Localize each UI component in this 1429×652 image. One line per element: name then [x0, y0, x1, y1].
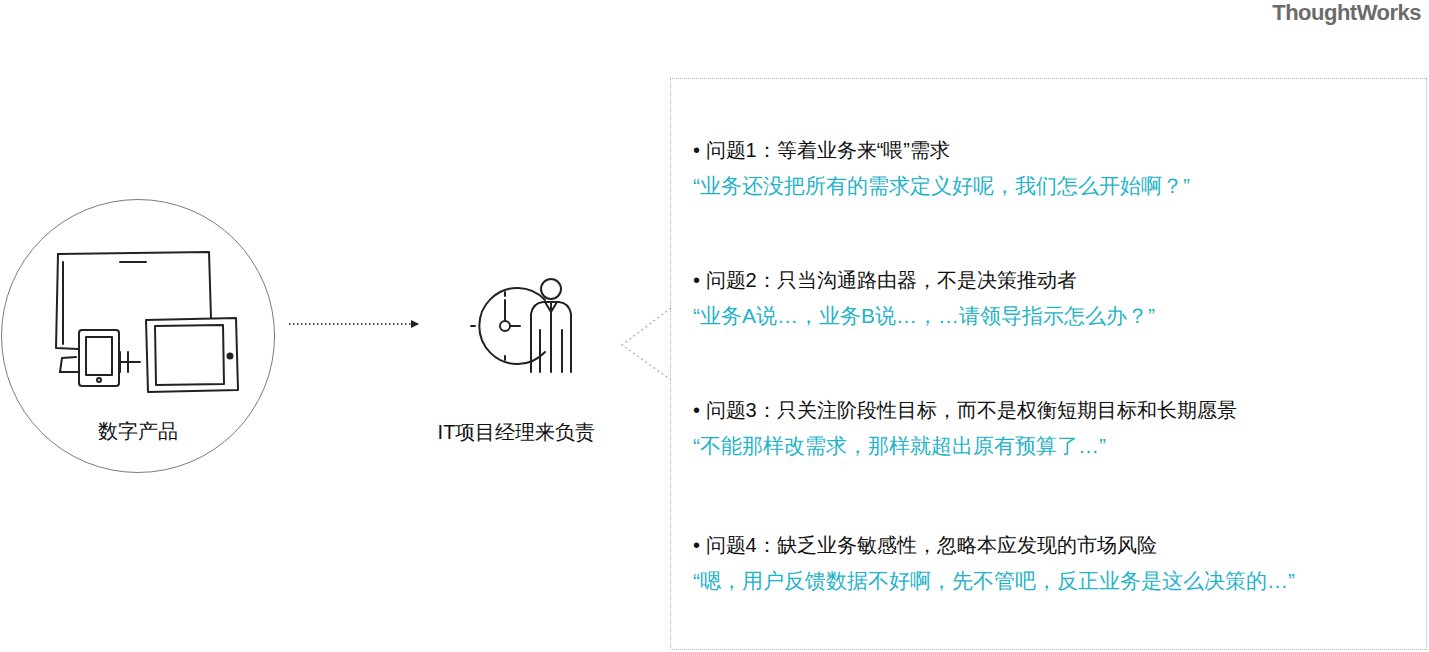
quote-text: “不能那样改需求，那样就超出原有预算了…”: [693, 432, 1106, 460]
node-label: 数字产品: [98, 418, 178, 445]
node-label: • 问题2：只当沟通路由器，不是决策推动者: [693, 267, 1077, 294]
node-label: IT项目经理来负责: [438, 419, 596, 446]
node-label: • 问题1：等着业务来“喂”需求: [693, 137, 950, 164]
problem-callout: • 问题1：等着业务来“喂”需求 “业务还没把所有的需求定义好呢，我们怎么开始啊？…: [670, 78, 1427, 650]
devices-icon: [56, 252, 238, 392]
manager-node: IT项目经理来负责: [420, 270, 616, 450]
callout-pointer: [622, 308, 673, 380]
dotted-arrow: [289, 323, 418, 325]
manager-icon: [471, 279, 571, 372]
product-circle: 数字产品: [1, 199, 275, 473]
quote-text: “业务还没把所有的需求定义好呢，我们怎么开始啊？”: [693, 172, 1190, 200]
node-label: • 问题4：缺乏业务敏感性，忽略本应发现的市场风险: [693, 532, 1157, 559]
quote-text: “业务A说…，业务B说…，…请领导指示怎么办？”: [693, 302, 1155, 330]
node-label: • 问题3：只关注阶段性目标，而不是权衡短期目标和长期愿景: [693, 397, 1237, 424]
quote-text: “嗯，用户反馈数据不好啊，先不管吧，反正业务是这么决策的…”: [693, 567, 1295, 595]
logo-text: ThoughtWorks: [1272, 0, 1421, 26]
